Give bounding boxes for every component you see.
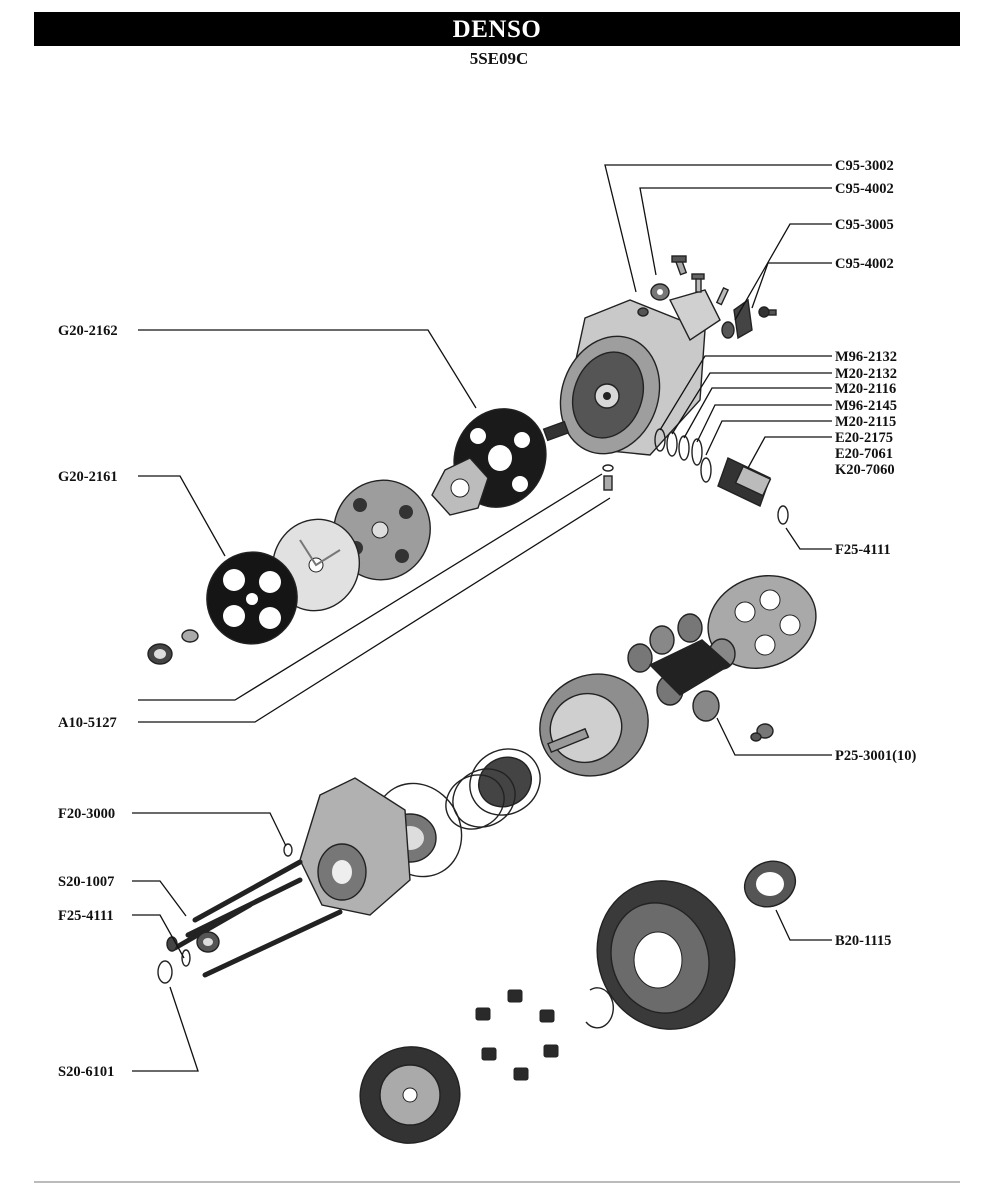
callout-c95-3005: C95-3005: [835, 217, 894, 233]
control-valve: [717, 457, 789, 525]
armature-plate: [359, 1046, 461, 1144]
callout-b20-1115: B20-1115: [835, 933, 891, 949]
model-number: 5SE09C: [469, 49, 529, 68]
front-housing: [299, 777, 411, 916]
through-bolts: [172, 859, 343, 978]
snap-ring: [585, 987, 614, 1029]
callout-m20-2116: M20-2116: [835, 381, 896, 397]
o-ring-set: [654, 428, 712, 483]
callout-m20-2115: M20-2115: [835, 414, 896, 430]
leader-lines: [132, 164, 832, 1072]
callout-e20-2175: E20-2175: [835, 430, 893, 446]
parts-illustration: [147, 255, 817, 1144]
swash-plate-shaft: [539, 673, 649, 777]
callout-k20-7060: K20-7060: [835, 462, 895, 478]
thrust-bearings: [445, 748, 541, 830]
callout-c95-4002: C95-4002: [835, 181, 894, 197]
clutch-small-parts: [157, 843, 293, 984]
callout-g20-2162: G20-2162: [58, 323, 118, 339]
callout-s20-6101: S20-6101: [58, 1064, 114, 1080]
head-gasket-front: [206, 551, 298, 645]
callout-m96-2145: M96-2145: [835, 398, 897, 414]
rear-head-housing: [559, 289, 721, 456]
callout-labels: C95-3002 C95-4002 C95-3005 C95-4002 M96-…: [58, 158, 917, 1080]
clutch-dampers: [475, 989, 559, 1081]
callout-f25-4111: F25-4111: [835, 542, 891, 558]
service-valve-fittings: [637, 255, 777, 340]
callout-s20-1007: S20-1007: [58, 874, 114, 890]
suction-fitting-pin: [542, 420, 614, 491]
callout-c95-3002: C95-3002: [835, 158, 894, 174]
callout-c95-4002: C95-4002: [835, 256, 894, 272]
callout-f20-3000: F20-3000: [58, 806, 115, 822]
header-bar: DENSO: [34, 12, 960, 46]
cylinder-block: [707, 575, 817, 669]
callout-p25-3001: P25-3001(10): [835, 748, 917, 764]
callout-m20-2132: M20-2132: [835, 366, 897, 382]
brand-title: DENSO: [452, 16, 542, 43]
callout-g20-2161: G20-2161: [58, 469, 118, 485]
callout-a10-5127: A10-5127: [58, 715, 117, 731]
pulley-bearing: [743, 860, 797, 908]
callout-e20-7061: E20-7061: [835, 446, 893, 462]
footer-divider: [34, 1181, 960, 1183]
pulley: [596, 880, 736, 1030]
reed-valve: [431, 457, 489, 516]
callout-m96-2132: M96-2132: [835, 349, 897, 365]
callout-f25-4111: F25-4111: [58, 908, 114, 924]
pistons: [627, 613, 774, 742]
needle-bearing: [147, 629, 199, 665]
